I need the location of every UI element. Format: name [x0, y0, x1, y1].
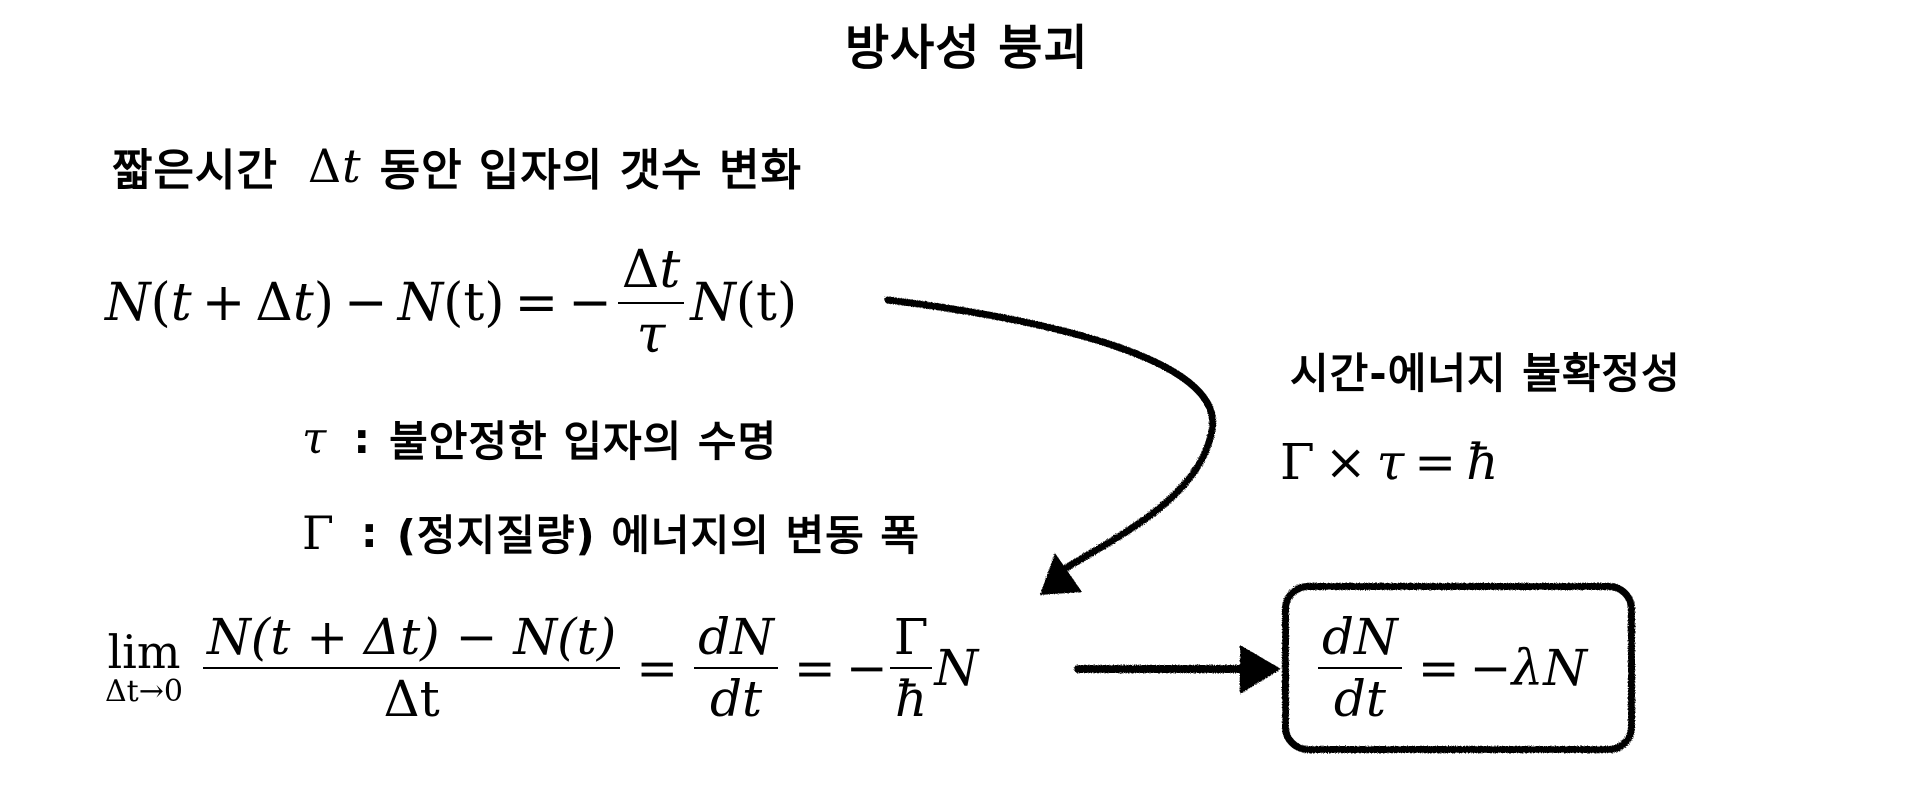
eq2-equals-2: =: [793, 639, 836, 697]
equation-difference: N ( t + Δ t ) − N (t) = − Δt τ N (t): [105, 238, 797, 368]
result-fraction: dN dt: [1318, 607, 1402, 728]
result-box: [1282, 583, 1635, 753]
eq2-frac3-den: ħ: [894, 670, 928, 728]
subtitle-line: 짧은시간 Δt 동안 입자의 갯수 변화: [112, 134, 802, 198]
delta-symbol: Δ: [307, 139, 343, 193]
result-frac-den: dt: [1333, 670, 1386, 728]
uncertainty-heading: 시간-에너지 불확정성: [1290, 349, 1681, 398]
eq1-equals: =: [514, 273, 559, 333]
eq1-rhs-arg: (t): [735, 273, 798, 333]
eq2-frac3-num: Γ: [893, 607, 929, 666]
eq2-fraction-difference: N(t + Δt) − N(t) Δt: [202, 607, 621, 728]
eq1-N1: N: [105, 273, 151, 333]
definition-text: (정지질량) 에너지의 변동 폭: [396, 511, 921, 560]
result-frac-num: dN: [1322, 607, 1398, 666]
eq1-minus: −: [344, 273, 388, 333]
subtitle-prefix: 짧은시간: [112, 145, 278, 196]
result-equation: dN dt = −λN: [1312, 600, 1587, 736]
eq1-delta: Δ: [255, 273, 293, 333]
ue-gamma: Γ: [1280, 433, 1315, 491]
eq2-frac2-den: dt: [709, 670, 763, 728]
definition-text: 불안정한 입자의 수명: [389, 417, 778, 466]
uncertainty-equation: Γ × τ = ħ: [1280, 432, 1498, 492]
eq1-fraction: Δt τ: [617, 240, 685, 365]
fraction-bar: [1318, 667, 1402, 669]
eq2-frac1-num: N(t + Δt) − N(t): [206, 607, 617, 666]
definition-tau: τ : 불안정한 입자의 수명: [302, 408, 777, 469]
subtitle-suffix: 동안 입자의 갯수 변화: [379, 145, 802, 196]
limit-operator: lim Δt→0: [105, 629, 183, 708]
diagram-title: 방사성 붕괴: [845, 20, 1089, 76]
fraction-bar: [202, 667, 621, 669]
eq2-neg: −: [845, 639, 888, 697]
curved-arrow-icon: [884, 296, 1217, 595]
eq1-frac-den: τ: [636, 305, 666, 365]
tau-symbol: τ: [302, 413, 328, 464]
fraction-bar: [889, 667, 933, 669]
eq2-equals-1: =: [636, 639, 679, 697]
eq1-paren-close: ): [313, 273, 335, 333]
definition-gamma: Γ : (정지질량) 에너지의 변동 폭: [302, 502, 920, 563]
lim-subscript: Δt→0: [105, 673, 183, 709]
definition-colon: :: [353, 414, 372, 463]
gamma-symbol: Γ: [302, 505, 335, 560]
result-rhs: −λN: [1469, 639, 1588, 697]
eq1-frac-num: Δt: [621, 240, 681, 301]
ue-hbar: ħ: [1466, 433, 1499, 491]
eq2-frac1-den: Δt: [383, 670, 440, 728]
eq1-t: t: [170, 273, 192, 333]
eq1-rhs-N: N: [690, 273, 736, 333]
eq2-tail-N: N: [934, 639, 979, 697]
ue-times: ×: [1324, 433, 1367, 491]
definition-colon: :: [360, 508, 379, 557]
subtitle-delta-t: Δt: [308, 139, 362, 193]
eq1-plus: +: [201, 273, 246, 333]
ue-equals: =: [1414, 433, 1457, 491]
t-symbol: t: [342, 139, 362, 193]
fraction-bar: [617, 302, 685, 304]
ue-tau: τ: [1376, 433, 1405, 491]
lim-word: lim: [107, 624, 181, 679]
straight-arrow-icon: [1074, 645, 1281, 694]
eq1-neg: −: [568, 273, 612, 333]
eq1-N2: N: [397, 273, 444, 333]
eq1-t2: t: [292, 273, 314, 333]
fraction-bar: [694, 667, 778, 669]
result-equals: =: [1417, 639, 1460, 697]
eq2-fraction-gamma-hbar: Γ ħ: [889, 607, 933, 728]
eq1-paren-open: (: [150, 273, 171, 333]
eq2-fraction-derivative: dN dt: [694, 607, 778, 728]
eq2-frac2-num: dN: [698, 607, 774, 666]
eq1-arg2: (t): [443, 273, 505, 333]
equation-limit: lim Δt→0 N(t + Δt) − N(t) Δt = dN dt = −…: [105, 603, 978, 733]
